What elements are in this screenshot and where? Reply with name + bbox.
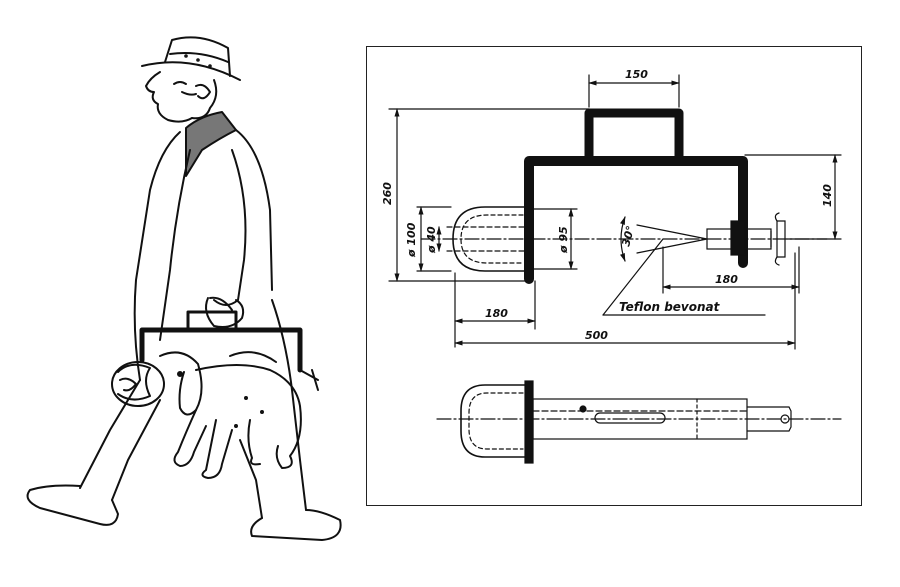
cartoon-illustration bbox=[0, 0, 360, 587]
dim-right-span: 180 bbox=[715, 273, 738, 286]
side-view bbox=[420, 108, 828, 316]
dim-left-span: 180 bbox=[485, 307, 508, 320]
technical-drawing-frame: 150 260 140 ø 100 ø 40 ø 95 30° 180 180 … bbox=[366, 46, 862, 506]
shoes bbox=[26, 484, 342, 541]
collar bbox=[185, 111, 237, 177]
legs bbox=[79, 299, 307, 519]
teflon-note: Teflon bevonat bbox=[619, 300, 721, 314]
dim-total-height: 260 bbox=[381, 182, 394, 205]
dog bbox=[111, 351, 302, 479]
frame-bar bbox=[524, 156, 748, 284]
dim-total-length: 500 bbox=[585, 329, 608, 342]
top-handle bbox=[584, 108, 684, 164]
pin-assembly bbox=[706, 212, 786, 266]
carrier-held bbox=[139, 310, 319, 391]
dim-outer-dia: ø 100 bbox=[405, 222, 418, 258]
head bbox=[145, 71, 218, 123]
dim-angle: 30° bbox=[619, 224, 637, 247]
hat bbox=[141, 36, 241, 81]
dim-handle-width: 150 bbox=[625, 68, 648, 81]
dim-cup-dia: ø 95 bbox=[557, 226, 570, 254]
teflon-leader bbox=[602, 238, 664, 316]
dim-right-height: 140 bbox=[821, 184, 834, 207]
top-view bbox=[436, 380, 842, 464]
dimension-lines bbox=[388, 74, 842, 350]
dim-inner-dia: ø 40 bbox=[425, 226, 438, 254]
coat bbox=[133, 129, 273, 381]
